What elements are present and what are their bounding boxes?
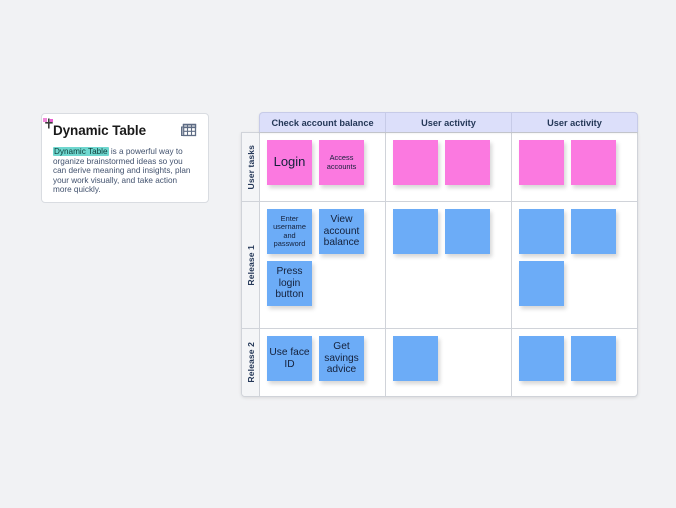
column-header-1[interactable]: User activity [386,113,512,132]
table-row: Release 2 Use face ID Get savings advice [242,329,637,396]
cell-0-1[interactable] [386,133,512,201]
sticky-note[interactable] [519,261,564,306]
cell-2-2[interactable] [512,329,637,396]
sticky-note[interactable] [571,209,616,254]
sticky-note[interactable]: Use face ID [267,336,312,381]
sticky-note[interactable] [571,336,616,381]
sticky-note[interactable]: Enter username and password [267,209,312,254]
dynamic-table-info-card: Dynamic Table Dynamic Table is a powerfu… [41,113,209,203]
dynamic-table: Check account balance User activity User… [241,112,638,397]
sticky-note[interactable] [519,336,564,381]
card-title: Dynamic Table [53,123,146,138]
row-header-1[interactable]: Release 1 [242,202,260,328]
sticky-note[interactable] [393,336,438,381]
sticky-note[interactable] [519,209,564,254]
row-header-0[interactable]: User tasks [242,133,260,201]
cell-0-2[interactable] [512,133,637,201]
sticky-note[interactable]: Get savings advice [319,336,364,381]
row-header-label: Release 1 [245,244,256,286]
cell-2-0[interactable]: Use face ID Get savings advice [260,329,386,396]
column-header-2[interactable]: User activity [547,117,602,128]
sticky-note[interactable] [519,140,564,185]
sticky-note[interactable] [571,140,616,185]
column-header-0[interactable]: Check account balance [260,113,386,132]
sticky-note[interactable]: Access accounts [319,140,364,185]
sticky-note[interactable] [393,209,438,254]
cell-1-0[interactable]: Enter username and password View account… [260,202,386,328]
card-header: Dynamic Table [53,123,197,140]
card-description: Dynamic Table is a powerful way to organ… [53,147,197,195]
sticky-note[interactable]: View account balance [319,209,364,254]
sticky-note[interactable] [445,140,490,185]
sticky-note[interactable] [393,140,438,185]
cell-1-1[interactable] [386,202,512,328]
card-description-highlight: Dynamic Table [53,147,109,156]
sticky-note[interactable]: Press login button [267,261,312,306]
sticky-note[interactable]: Login [267,140,312,185]
sticky-note[interactable] [445,209,490,254]
cell-0-0[interactable]: Login Access accounts [260,133,386,201]
cell-1-2[interactable] [512,202,637,328]
table-row: User tasks Login Access accounts [242,133,637,202]
card-description-text: is a powerful way to organize brainstorm… [53,147,191,195]
table-icon [180,123,197,140]
table-row: Release 1 Enter username and password Vi… [242,202,637,329]
cell-2-1[interactable] [386,329,512,396]
row-header-label: User tasks [245,144,256,190]
table-column-headers: Check account balance User activity User… [259,112,638,132]
table-body: User tasks Login Access accounts Release… [241,132,638,397]
row-header-2[interactable]: Release 2 [242,329,260,396]
row-header-label: Release 2 [245,342,256,383]
